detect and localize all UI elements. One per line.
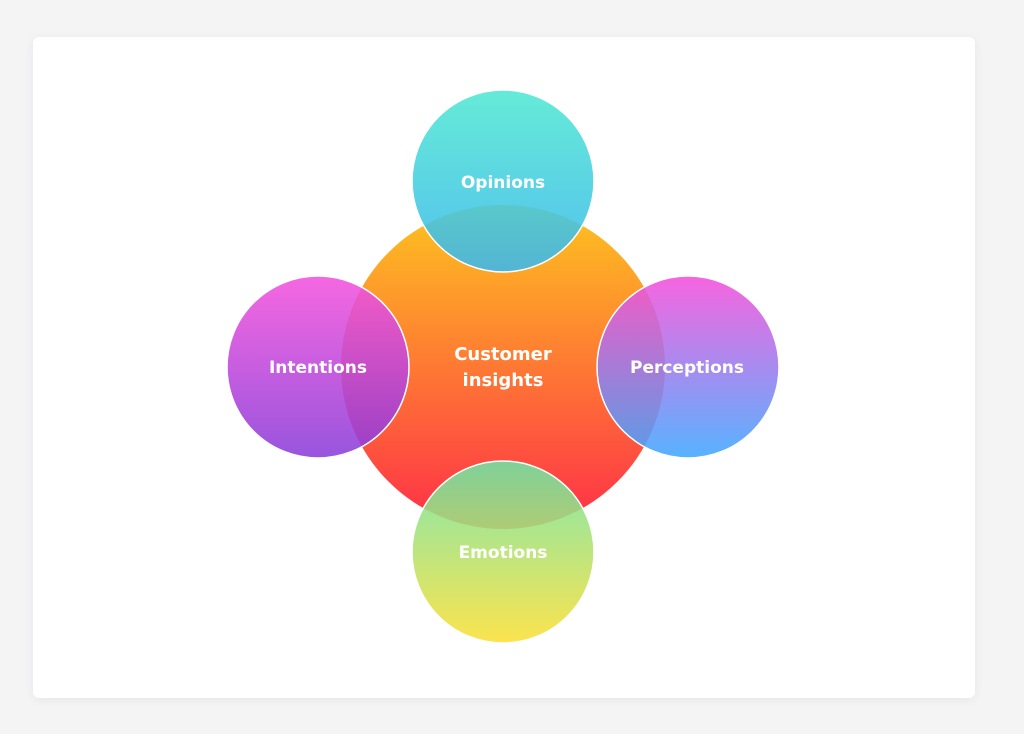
center-label-line2: insights — [463, 370, 544, 391]
intentions-circle — [226, 275, 410, 459]
opinions-label: Opinions — [461, 173, 545, 193]
intentions-label: Intentions — [269, 358, 367, 378]
perceptions-circle — [596, 275, 780, 459]
center-circle — [341, 205, 665, 529]
emotions-circle — [411, 460, 595, 644]
opinions-circle — [411, 89, 595, 273]
emotions-label: Emotions — [459, 543, 548, 563]
perceptions-label: Perceptions — [630, 358, 744, 378]
center-label-line1: Customer — [454, 344, 552, 365]
